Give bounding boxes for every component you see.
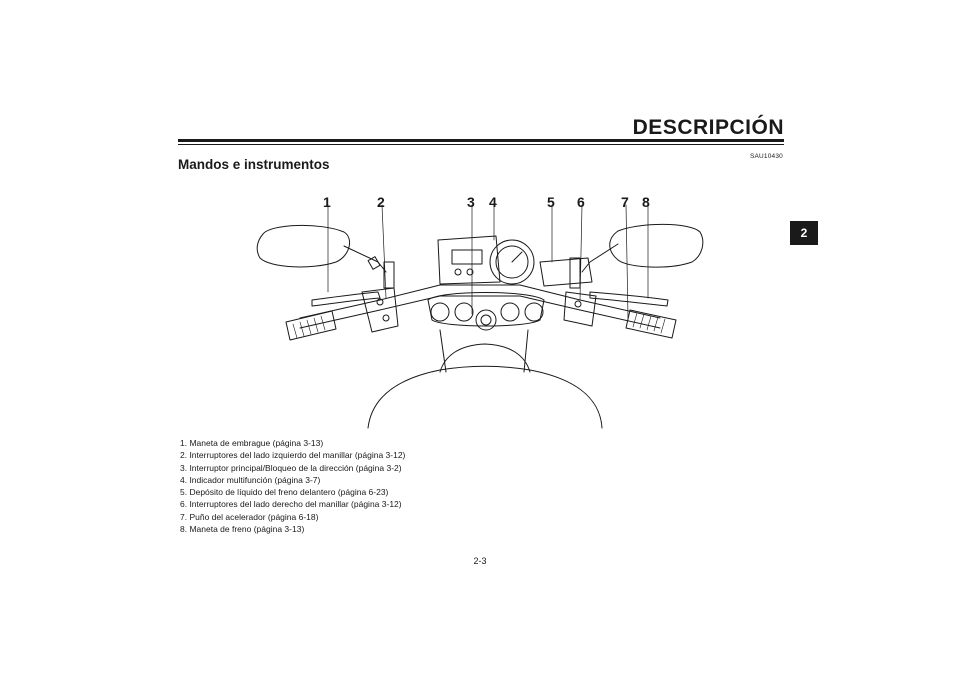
callout-8: 8 [642, 194, 650, 210]
callout-1: 1 [323, 194, 331, 210]
legend-item: 5. Depósito de líquido del freno delante… [180, 487, 389, 498]
leader-line-7 [625, 204, 629, 319]
tank-top-outline [439, 343, 531, 373]
fork-top-left [430, 302, 450, 322]
legend-item: 6. Interruptores del lado derecho del ma… [180, 499, 402, 510]
tachometer-outer [489, 239, 535, 285]
callout-3: 3 [467, 194, 475, 210]
left-mirror-mount [367, 256, 381, 270]
header-rule-thin [178, 144, 784, 145]
fork-cap-right [500, 302, 520, 322]
callout-6: 6 [577, 194, 585, 210]
ignition-key-slot [480, 314, 492, 326]
section-title: DESCRIPCIÓN [632, 116, 784, 139]
left-grip [285, 310, 337, 341]
callout-4: 4 [489, 194, 497, 210]
right-grip-texture [632, 312, 666, 334]
left-switch-button [376, 298, 384, 306]
indicator-light [466, 268, 474, 276]
indicator-light [454, 268, 462, 276]
leader-line-2 [381, 204, 387, 299]
brake-fluid-reservoir [539, 257, 593, 287]
right-switch-button [574, 300, 582, 308]
parts-legend: 1. Maneta de embrague (página 3-13) 2. I… [180, 437, 405, 535]
right-mirror [609, 223, 704, 268]
callout-5: 5 [547, 194, 555, 210]
left-switch-button [382, 314, 390, 322]
triple-clamp [427, 292, 545, 327]
lcd-panel [451, 249, 483, 265]
ignition-key-lock [475, 309, 497, 331]
right-switch-housing [563, 291, 597, 327]
leader-line-6 [579, 204, 583, 301]
legend-item: 2. Interruptores del lado izquierdo del … [180, 450, 406, 461]
tachometer-needle [511, 251, 523, 263]
legend-item: 4. Indicador multifunción (página 3-7) [180, 474, 321, 485]
fork-legs [439, 329, 529, 373]
brake-reservoir-stem [569, 257, 581, 289]
page-number: 2-3 [473, 556, 487, 566]
left-grip-texture [292, 315, 326, 339]
callout-2: 2 [377, 194, 385, 210]
right-grip [625, 309, 677, 339]
legend-item: 8. Maneta de freno (página 3-13) [180, 524, 305, 535]
left-mirror [256, 225, 351, 268]
brake-lever [589, 291, 669, 307]
fork-cap-left [454, 302, 474, 322]
left-mirror-stem [343, 245, 387, 273]
legend-item: 1. Maneta de embrague (página 3-13) [180, 438, 324, 448]
clutch-cable-holder [383, 261, 395, 289]
fuel-tank-outline [367, 365, 603, 429]
section-heading: Mandos e instrumentos [178, 157, 330, 172]
callout-7: 7 [621, 194, 629, 210]
legend-item: 7. Puño del acelerador (página 6-18) [180, 511, 319, 522]
fork-top-right [524, 302, 544, 322]
section-code: SAU10430 [749, 153, 783, 160]
multifunction-display-housing [437, 235, 501, 285]
right-mirror-stem [581, 243, 619, 273]
left-switch-housing [361, 287, 399, 333]
legend-item: 3. Interruptor principal/Bloqueo de la d… [180, 462, 402, 473]
handlebar-upper-edge [299, 284, 661, 319]
tachometer-inner [495, 245, 529, 279]
chapter-tab[interactable]: 2 [790, 221, 818, 245]
clutch-lever [311, 291, 381, 307]
header-rule-thick [178, 139, 784, 142]
